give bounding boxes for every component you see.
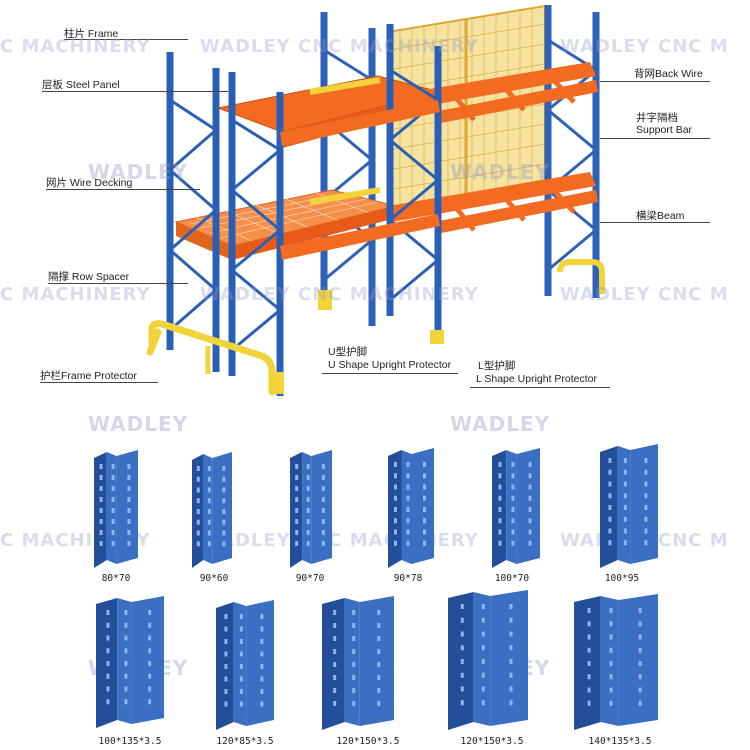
upright-profile xyxy=(448,590,528,730)
label-l-protector-en: L Shape Upright Protector xyxy=(476,373,598,385)
upright-profile xyxy=(574,594,658,730)
upright-size-label: 120*85*3.5 xyxy=(216,736,274,747)
leader-frame-protector xyxy=(40,382,158,383)
upright-profile xyxy=(322,596,394,730)
upright-size-label: 90*78 xyxy=(393,573,423,584)
label-frame: 柱片 Frame xyxy=(64,28,119,40)
upright-size-label: 100*135*3.5 xyxy=(98,736,162,747)
leader-frame xyxy=(64,39,188,40)
label-support-bar-en: Support Bar xyxy=(636,124,693,136)
label-u-protector-cn: U型护脚 xyxy=(328,346,368,358)
u-upright-protector xyxy=(318,290,332,310)
label-support-bar-cn: 井字隔档 xyxy=(636,112,678,124)
upright-profile xyxy=(388,448,434,568)
upright-profile xyxy=(492,448,540,568)
upright-profile xyxy=(600,444,658,568)
watermark-logo-word: WADLEY xyxy=(88,160,189,184)
front-frame-right xyxy=(386,24,442,338)
leader-l-protector xyxy=(470,387,610,388)
label-u-protector-en: U Shape Upright Protector xyxy=(328,359,452,371)
pallet-rack-illustration xyxy=(146,4,605,396)
upright-size-label: 120*150*3.5 xyxy=(336,736,400,747)
l-upright-protector xyxy=(430,330,444,344)
back-frame-middle xyxy=(320,12,376,326)
watermark-text: C MACHINERY xyxy=(0,284,151,305)
leader-support-bar xyxy=(600,138,710,139)
watermark-logo-word: WADLEY xyxy=(450,412,551,436)
leader-row-spacer xyxy=(48,283,188,284)
frame-protector xyxy=(146,320,276,396)
front-frame-center xyxy=(228,72,284,396)
watermark-logo-word: WADLEY xyxy=(450,160,551,184)
label-beam: 横梁Beam xyxy=(636,210,685,222)
upright-profile xyxy=(96,596,164,728)
front-frame-left xyxy=(166,52,220,372)
leader-beam xyxy=(600,222,710,223)
watermark-text: WADLEY CNC M xyxy=(560,36,729,57)
upright-size-label: 140*135*3.5 xyxy=(588,736,652,747)
label-back-wire: 背网Back Wire xyxy=(634,68,703,80)
leader-u-protector xyxy=(322,373,458,374)
watermark-text: WADLEY CNC MACHINERY xyxy=(200,284,479,305)
label-steel-panel: 层板 Steel Panel xyxy=(42,79,120,91)
label-frame-protector: 护栏Frame Protector xyxy=(40,370,137,382)
label-l-protector-cn: L型护脚 xyxy=(478,360,516,372)
leader-back-wire xyxy=(600,81,710,82)
upright-profile xyxy=(94,450,138,568)
watermark-text: WADLEY CNC M xyxy=(560,284,729,305)
upright-profile xyxy=(290,450,332,568)
upright-size-label: 120*150*3.5 xyxy=(460,736,524,747)
upright-size-label: 100*95 xyxy=(604,573,640,584)
watermark-text: C MACHINERY xyxy=(0,36,151,57)
label-wire-decking: 网片 Wire Decking xyxy=(46,177,133,189)
upright-profile xyxy=(192,452,232,568)
upright-size-label: 80*70 xyxy=(101,573,131,584)
leader-steel-panel xyxy=(42,91,228,92)
watermark-logo-word: WADLEY xyxy=(88,412,189,436)
leader-wire-decking xyxy=(46,189,200,190)
upright-profile xyxy=(216,600,274,730)
label-row-spacer: 隔撑 Row Spacer xyxy=(48,271,130,283)
upright-size-label: 100*70 xyxy=(494,573,530,584)
watermark-text: WADLEY CNC MACHINERY xyxy=(200,36,479,57)
upright-size-label: 90*60 xyxy=(199,573,229,584)
upright-size-label: 90*70 xyxy=(295,573,325,584)
